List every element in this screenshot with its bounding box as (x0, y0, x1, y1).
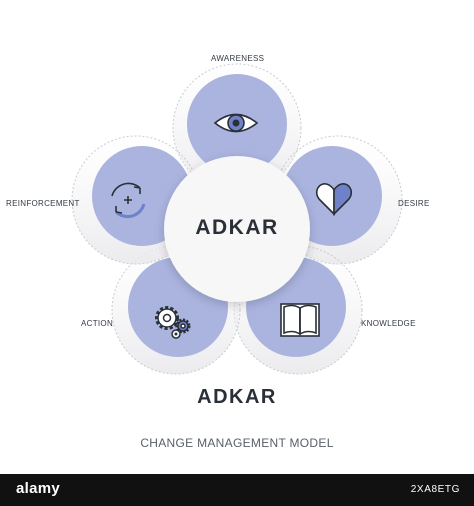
label-action: ACTION (81, 319, 114, 328)
main-title: ADKAR (197, 386, 277, 408)
refresh-plus-icon (111, 182, 146, 219)
image-code: 2XA8ETG (410, 484, 460, 495)
label-desire: DESIRE (398, 199, 430, 208)
footer-bar: alamy 2XA8ETG (0, 474, 474, 506)
book-icon (280, 303, 320, 337)
label-reinforcement: REINFORCEMENT (6, 199, 80, 208)
label-knowledge: KNOWLEDGE (361, 319, 416, 328)
heart-icon (315, 183, 353, 216)
alamy-logo: alamy (16, 480, 61, 497)
center-circle (164, 156, 310, 302)
main-subtitle: CHANGE MANAGEMENT MODEL (140, 436, 334, 450)
label-awareness: AWARENESS (211, 54, 265, 63)
gears-icon (155, 306, 191, 339)
eye-icon (213, 113, 259, 133)
adkar-diagram (71, 63, 403, 375)
center-title: ADKAR (195, 216, 279, 239)
